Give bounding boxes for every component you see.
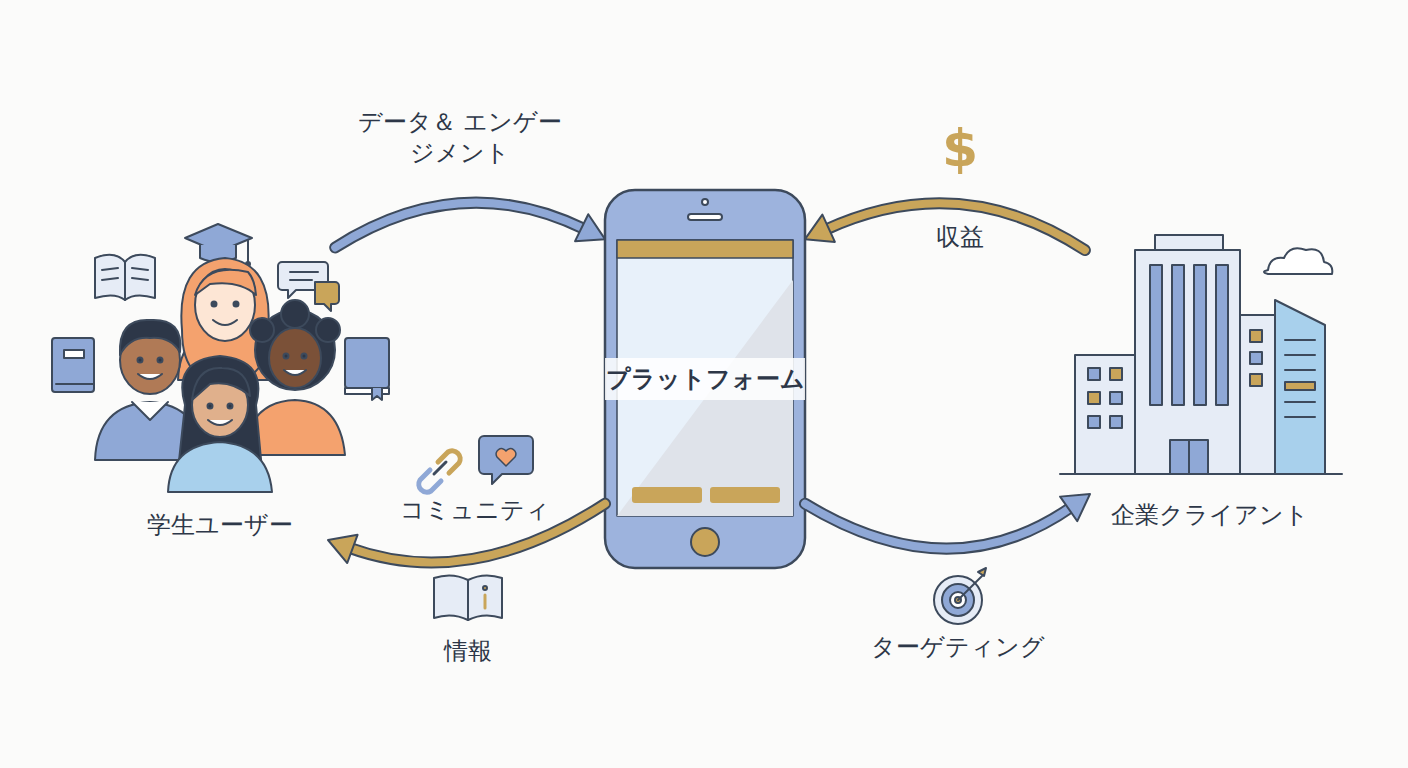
phone-illustration: [605, 190, 805, 568]
arrow-head: [805, 215, 835, 242]
node-label: 企業クライアント: [1060, 500, 1360, 530]
arrow-body: [335, 203, 585, 248]
edge-label: データ＆ エンゲージメント: [346, 107, 574, 169]
student-figure: [168, 356, 272, 492]
dollar-symbol: $: [938, 122, 982, 174]
flow-arrow: [805, 494, 1090, 549]
book-icon: [95, 255, 155, 300]
arrow-heads: [328, 535, 358, 563]
arrow-head: [1060, 494, 1090, 521]
student-figure: [245, 300, 345, 455]
arrow-body: [805, 504, 1072, 549]
node-label: プラットフォーム: [605, 358, 805, 400]
book-icon: [345, 338, 389, 400]
info-book-icon: [434, 575, 502, 620]
edge-label: ターゲティング: [834, 632, 1082, 663]
arrow-heads: [1060, 494, 1090, 521]
arrow-outline: [335, 203, 585, 248]
arrow-head: [328, 535, 358, 563]
user-group: 学生ユーザー: [40, 215, 400, 540]
arrow-heads: [575, 214, 605, 241]
heart-bubble-icon: [479, 436, 533, 484]
arrow-heads: [805, 215, 835, 242]
book-icon: [52, 338, 94, 392]
target-icon: [934, 568, 986, 624]
edge-label: コミュニティ: [371, 495, 579, 526]
edge-label: 収益: [906, 222, 1014, 253]
arrow-outline: [805, 504, 1072, 549]
platform-phone: プラットフォーム: [605, 190, 805, 568]
link-icon: [419, 451, 460, 492]
building-illustration: [1060, 235, 1342, 474]
arrow-head: [575, 214, 605, 241]
info-label: 情報: [440, 636, 496, 667]
flow-arrow: [335, 203, 605, 248]
node-label: 学生ユーザー: [40, 510, 400, 540]
client-group: 企業クライアント: [1060, 230, 1360, 530]
